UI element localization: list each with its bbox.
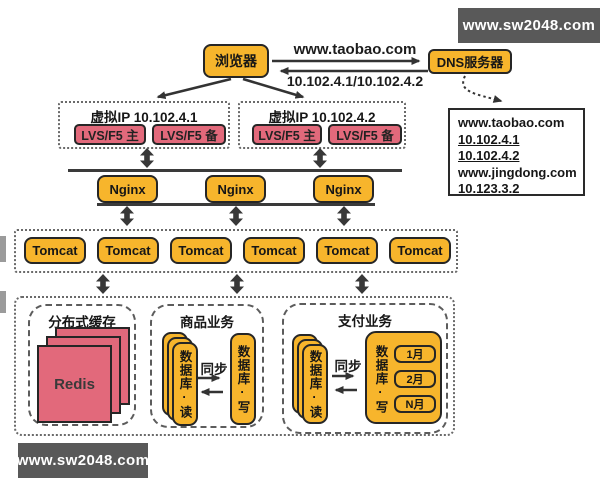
dns-server-node: DNS服务器 <box>428 49 512 74</box>
tomcat-node: Tomcat <box>316 237 378 264</box>
sync-label: 同步 <box>334 359 362 374</box>
lvs-primary-node: LVS/F5 主 <box>252 124 322 145</box>
double-arrow-icon <box>230 274 244 294</box>
lvs-primary-node: LVS/F5 主 <box>74 124 146 145</box>
dns-record-row: www.jingdong.com <box>458 164 577 180</box>
request-url-label: www.taobao.com <box>293 41 417 58</box>
db-read-node: 数据库·读 <box>172 342 198 426</box>
tomcat-node: Tomcat <box>24 237 86 264</box>
double-arrow-icon <box>313 148 327 168</box>
watermark-banner-top: www.sw2048.com <box>458 8 600 43</box>
browser-to-vip1-arrow <box>156 77 232 100</box>
edge-artifact <box>0 236 6 262</box>
dns-record-table: www.taobao.com 10.102.4.1 10.102.4.2 www… <box>448 108 585 196</box>
tomcat-cluster-box: Tomcat Tomcat Tomcat Tomcat Tomcat Tomca… <box>14 229 458 273</box>
tomcat-node: Tomcat <box>243 237 305 264</box>
services-container-box <box>14 296 455 436</box>
nginx-node: Nginx <box>97 175 158 203</box>
tomcat-node: Tomcat <box>170 237 232 264</box>
nginx-node: Nginx <box>205 175 266 203</box>
db-write-shard-box: 数据库·写 1月 2月 N月 <box>365 331 442 424</box>
vip-group-2: 虚拟IP 10.102.4.2 LVS/F5 主 LVS/F5 备 <box>238 101 406 149</box>
product-group-title: 商品业务 <box>180 315 234 330</box>
vip-group-title: 虚拟IP 10.102.4.2 <box>268 110 376 125</box>
lvs-backup-node: LVS/F5 备 <box>152 124 226 145</box>
double-arrow-icon <box>120 206 134 226</box>
payment-group-title: 支付业务 <box>338 314 392 329</box>
db-read-node: 数据库·读 <box>302 344 328 424</box>
product-group: 商品业务 数据库·读 同步 数据库·写 <box>150 304 264 428</box>
response-ip-label: 10.102.4.1/10.102.4.2 <box>286 73 424 89</box>
sync-label: 同步 <box>200 362 228 377</box>
nginx-node: Nginx <box>313 175 374 203</box>
double-arrow-icon <box>355 274 369 294</box>
shard-month-1: 1月 <box>394 345 436 363</box>
tomcat-node: Tomcat <box>97 237 159 264</box>
tomcat-node: Tomcat <box>389 237 451 264</box>
dns-record-row: www.taobao.com <box>458 115 565 130</box>
db-write-node: 数据库·写 <box>373 345 388 414</box>
dns-record-row: 10.102.4.2 <box>458 148 520 163</box>
browser-node: 浏览器 <box>203 44 269 78</box>
dns-record-row: 10.102.4.1 <box>458 131 520 147</box>
bus-line-upper <box>68 169 402 172</box>
double-arrow-icon <box>96 274 110 294</box>
cache-group: 分布式缓存 Redis <box>28 304 136 426</box>
cache-group-title: 分布式缓存 <box>48 315 116 330</box>
vip-group-title: 虚拟IP 10.102.4.1 <box>90 110 198 125</box>
db-write-node: 数据库·写 <box>230 333 256 425</box>
redis-node: Redis <box>37 345 112 423</box>
double-arrow-icon <box>140 148 154 168</box>
watermark-banner-bottom: www.sw2048.com <box>17 443 149 478</box>
bus-line-lower <box>97 203 375 206</box>
shard-month-n: N月 <box>394 395 436 413</box>
payment-group: 支付业务 数据库·读 同步 数据库·写 1月 2月 N月 <box>282 303 448 434</box>
edge-artifact <box>0 291 6 313</box>
double-arrow-icon <box>229 206 243 226</box>
double-arrow-icon <box>337 206 351 226</box>
dns-lookup-dotted-arrow <box>462 75 503 103</box>
dns-record-row: 10.123.3.2 <box>458 181 520 196</box>
lvs-backup-node: LVS/F5 备 <box>328 124 402 145</box>
vip-group-1: 虚拟IP 10.102.4.1 LVS/F5 主 LVS/F5 备 <box>58 101 230 149</box>
shard-month-2: 2月 <box>394 370 436 388</box>
